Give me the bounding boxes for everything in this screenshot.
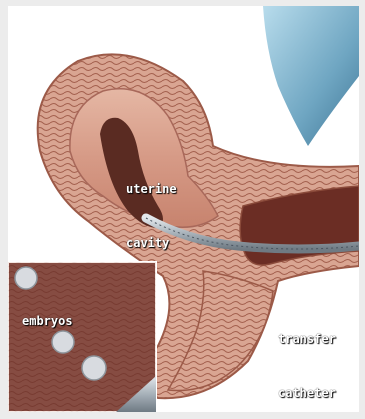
embryos-label-text: embryos	[22, 312, 73, 330]
blue-object	[263, 6, 359, 146]
uterine-cavity-label-line1: uterine	[126, 180, 177, 198]
transfer-catheter-label-line2: catheter	[278, 384, 336, 402]
embryos-label: embryos	[22, 276, 73, 366]
uterine-cavity-label-line2: cavity	[126, 234, 177, 252]
transfer-catheter-label: transfer catheter	[278, 294, 336, 412]
transfer-catheter-label-line1: transfer	[278, 330, 336, 348]
embryo-3	[82, 356, 106, 380]
uterine-cavity-label: uterine cavity	[126, 144, 177, 288]
medical-illustration: uterine cavity embryos transfer catheter	[8, 6, 359, 412]
